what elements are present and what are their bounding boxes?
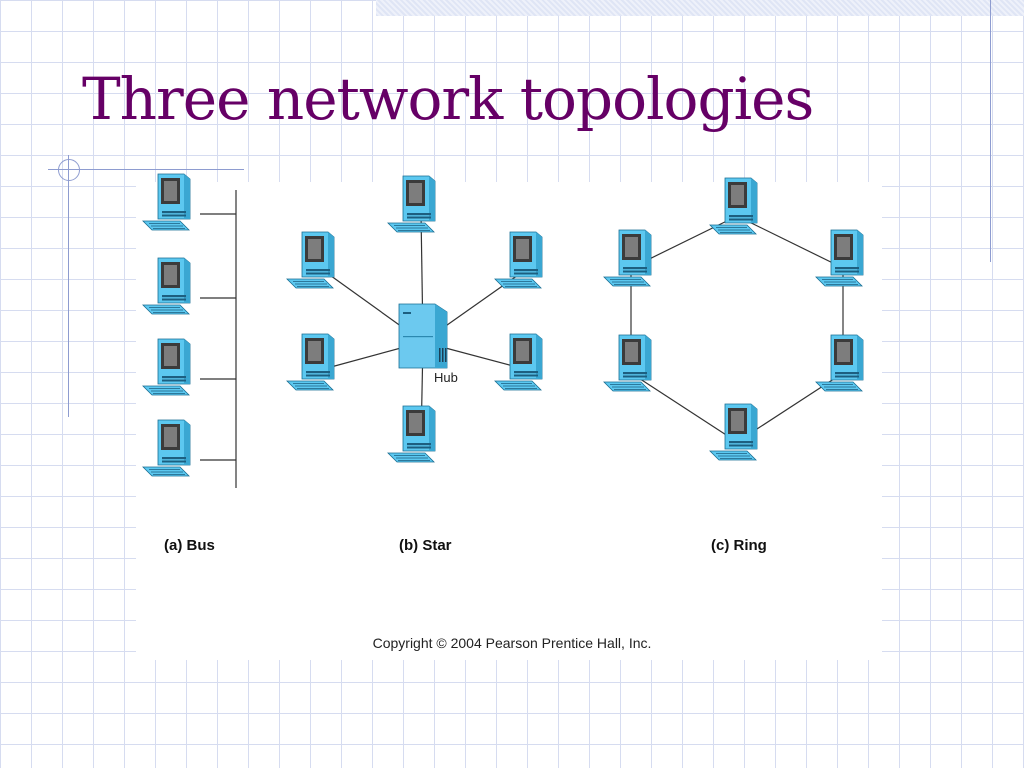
bus-computer-icon — [142, 173, 191, 231]
ring-computer-icon — [603, 229, 652, 287]
ring-computer-icon — [603, 334, 652, 392]
star-computer-icon — [494, 333, 543, 391]
ring-link-line — [630, 372, 738, 443]
star-computer-icon — [286, 333, 335, 391]
star-computer-icon — [387, 175, 436, 233]
ring-caption: (c) Ring — [711, 537, 767, 554]
left-decorative-rule — [68, 155, 69, 417]
bus-computer-icon — [142, 257, 191, 315]
bus-computer-icon — [142, 338, 191, 396]
hub-icon — [398, 303, 448, 369]
ring-computer-icon — [709, 403, 758, 461]
star-computer-icon — [286, 231, 335, 289]
star-computer-icon — [494, 231, 543, 289]
star-computer-icon — [387, 405, 436, 463]
top-decorative-band — [376, 0, 1024, 16]
hub-label: Hub — [434, 370, 458, 385]
copyright-notice: Copyright © 2004 Pearson Prentice Hall, … — [372, 635, 652, 651]
right-decorative-rule — [990, 0, 991, 262]
figure-panel — [136, 182, 882, 660]
bus-computer-icon — [142, 419, 191, 477]
ring-computer-icon — [815, 334, 864, 392]
ring-link-line — [736, 215, 844, 269]
title-underline-rule — [48, 169, 244, 170]
ring-computer-icon — [709, 177, 758, 235]
star-caption: (b) Star — [399, 537, 452, 554]
decorative-circle — [58, 159, 80, 181]
bus-caption: (a) Bus — [164, 537, 215, 554]
slide-title: Three network topologies — [82, 65, 814, 133]
